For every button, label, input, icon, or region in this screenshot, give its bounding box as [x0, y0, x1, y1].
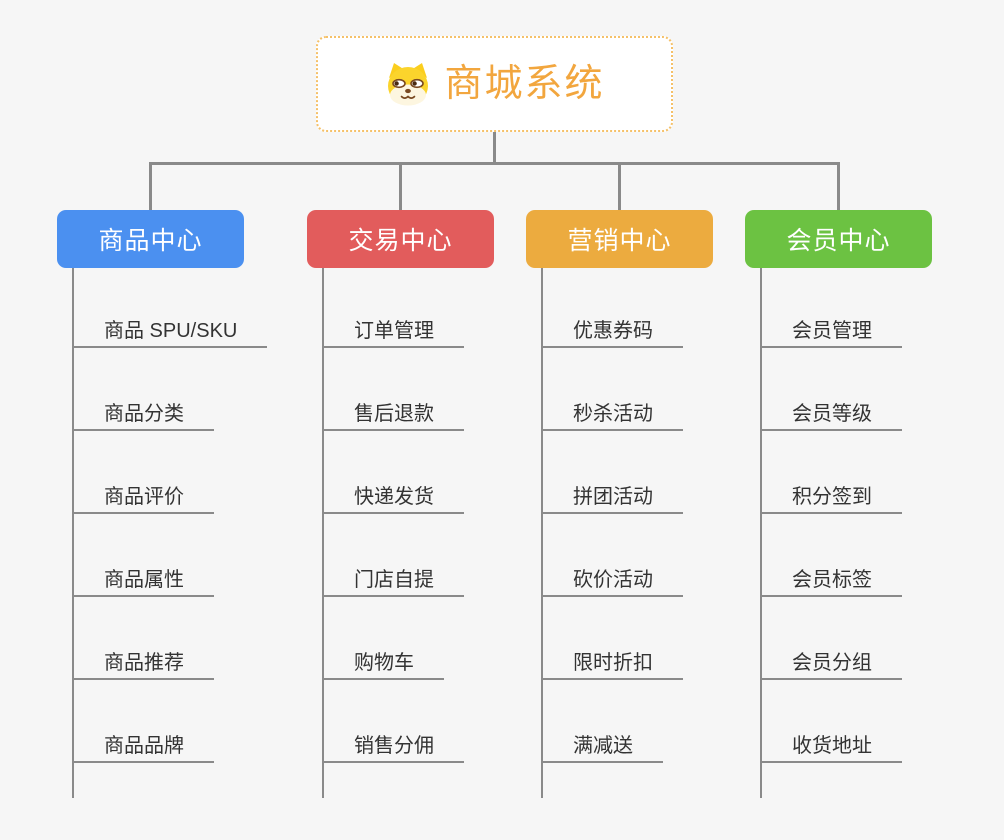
branch-items-marketing: 优惠券码 秒杀活动 拼团活动 砍价活动 限时折扣 满减送	[541, 268, 683, 814]
mindmap-item[interactable]: 会员分组	[760, 648, 902, 680]
branch-node-trade-center[interactable]: 交易中心	[307, 210, 494, 268]
mindmap-item[interactable]: 商品 SPU/SKU	[72, 316, 268, 348]
mindmap-item[interactable]: 优惠券码	[541, 316, 683, 348]
mindmap-item[interactable]: 满减送	[541, 731, 663, 763]
mindmap-item[interactable]: 门店自提	[322, 565, 464, 597]
mindmap-item[interactable]: 限时折扣	[541, 648, 683, 680]
connector-line	[618, 162, 621, 210]
connector-line	[399, 162, 402, 210]
connector-line	[149, 162, 840, 165]
mindmap-item[interactable]: 拼团活动	[541, 482, 683, 514]
branch-node-member-center[interactable]: 会员中心	[745, 210, 932, 268]
mindmap-item[interactable]: 商品属性	[72, 565, 214, 597]
mindmap-item[interactable]: 售后退款	[322, 399, 464, 431]
connector-line	[493, 132, 496, 163]
connector-line	[541, 268, 543, 798]
branch-node-marketing-center[interactable]: 营销中心	[526, 210, 713, 268]
branch-items-trade: 订单管理 售后退款 快递发货 门店自提 购物车 销售分佣	[322, 268, 464, 814]
mindmap-item[interactable]: 收货地址	[760, 731, 902, 763]
connector-line	[760, 268, 762, 798]
connector-line	[149, 162, 152, 210]
mindmap-item[interactable]: 商品分类	[72, 399, 214, 431]
connector-line	[72, 268, 74, 798]
mindmap-item[interactable]: 商品品牌	[72, 731, 214, 763]
mindmap-item[interactable]: 积分签到	[760, 482, 902, 514]
branch-items-product: 商品 SPU/SKU 商品分类 商品评价 商品属性 商品推荐 商品品牌	[72, 268, 268, 814]
mindmap-item[interactable]: 销售分佣	[322, 731, 464, 763]
connector-line	[322, 268, 324, 798]
mindmap-item[interactable]: 会员等级	[760, 399, 902, 431]
mindmap-item[interactable]: 商品评价	[72, 482, 214, 514]
mindmap-item[interactable]: 购物车	[322, 648, 444, 680]
shiba-dog-icon	[384, 61, 432, 107]
root-node[interactable]: 商城系统	[316, 36, 673, 132]
mindmap-item[interactable]: 会员管理	[760, 316, 902, 348]
branch-node-product-center[interactable]: 商品中心	[57, 210, 244, 268]
mindmap-item[interactable]: 订单管理	[322, 316, 464, 348]
mindmap-item[interactable]: 秒杀活动	[541, 399, 683, 431]
mindmap-item[interactable]: 砍价活动	[541, 565, 683, 597]
branch-items-member: 会员管理 会员等级 积分签到 会员标签 会员分组 收货地址	[760, 268, 902, 814]
root-title: 商城系统	[444, 63, 605, 105]
mindmap-item[interactable]: 商品推荐	[72, 648, 214, 680]
mindmap-item[interactable]: 会员标签	[760, 565, 902, 597]
connector-line	[837, 162, 840, 210]
mindmap-item[interactable]: 快递发货	[322, 482, 464, 514]
